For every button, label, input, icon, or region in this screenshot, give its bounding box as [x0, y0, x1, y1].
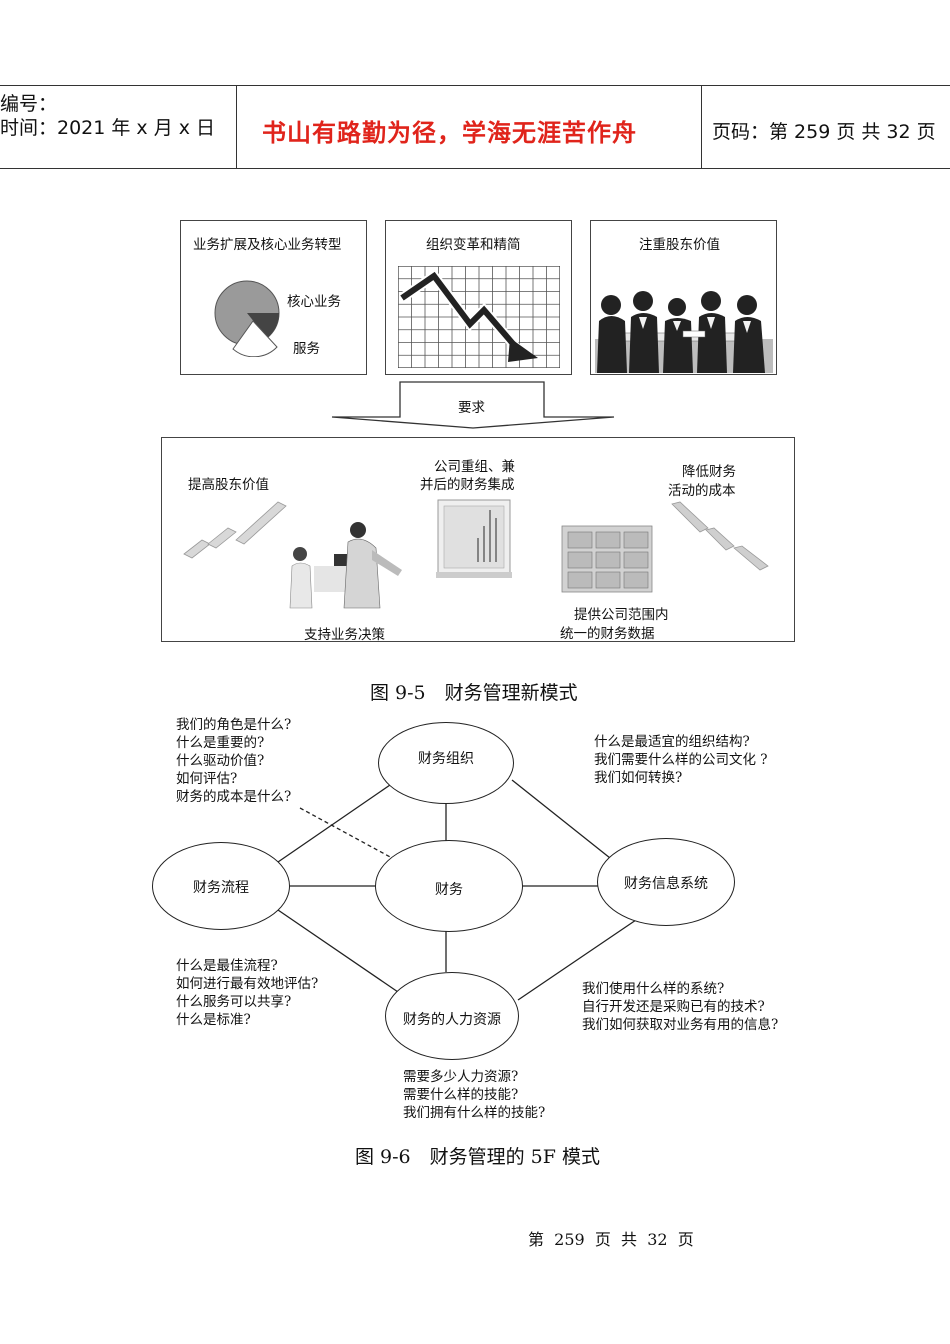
node-finance-center: 财务 — [375, 840, 523, 932]
question: 需要什么样的技能? — [403, 1086, 545, 1104]
question: 什么是重要的? — [176, 734, 291, 752]
question: 什么驱动价值? — [176, 752, 291, 770]
node-finance-org: 财务组织 — [378, 722, 514, 804]
questions-bottom: 需要多少人力资源? 需要什么样的技能? 我们拥有什么样的技能? — [403, 1068, 545, 1122]
question: 什么是标准? — [176, 1011, 318, 1029]
question: 我们使用什么样的系统? — [582, 980, 778, 998]
node-label: 财务组织 — [379, 748, 513, 768]
node-label: 财务 — [376, 879, 522, 899]
question: 什么是最佳流程? — [176, 957, 318, 975]
node-finance-info-system: 财务信息系统 — [597, 838, 735, 926]
question: 我们需要什么样的公司文化 ? — [594, 751, 768, 769]
node-label: 财务流程 — [153, 877, 289, 897]
questions-top-right: 什么是最适宜的组织结构? 我们需要什么样的公司文化 ? 我们如何转换? — [594, 733, 768, 787]
node-label: 财务的人力资源 — [386, 1009, 518, 1029]
question: 自行开发还是采购已有的技术? — [582, 998, 778, 1016]
questions-bottom-right: 我们使用什么样的系统? 自行开发还是采购已有的技术? 我们如何获取对业务有用的信… — [582, 980, 778, 1034]
question: 我们如何转换? — [594, 769, 768, 787]
question: 如何评估? — [176, 770, 291, 788]
page-footer: 第 259 页 共 32 页 — [528, 1226, 694, 1250]
questions-top-left: 我们的角色是什么? 什么是重要的? 什么驱动价值? 如何评估? 财务的成本是什么… — [176, 716, 291, 806]
question: 什么是最适宜的组织结构? — [594, 733, 768, 751]
question: 我们拥有什么样的技能? — [403, 1104, 545, 1122]
node-finance-process: 财务流程 — [152, 842, 290, 930]
question: 什么服务可以共享? — [176, 993, 318, 1011]
question: 需要多少人力资源? — [403, 1068, 545, 1086]
figure-9-6-caption: 图 9-6 财务管理的 5F 模式 — [355, 1142, 600, 1169]
questions-bottom-left: 什么是最佳流程? 如何进行最有效地评估? 什么服务可以共享? 什么是标准? — [176, 957, 318, 1029]
question: 我们的角色是什么? — [176, 716, 291, 734]
node-label: 财务信息系统 — [598, 873, 734, 893]
question: 如何进行最有效地评估? — [176, 975, 318, 993]
question: 我们如何获取对业务有用的信息? — [582, 1016, 778, 1034]
node-finance-hr: 财务的人力资源 — [385, 972, 519, 1060]
question: 财务的成本是什么? — [176, 788, 291, 806]
